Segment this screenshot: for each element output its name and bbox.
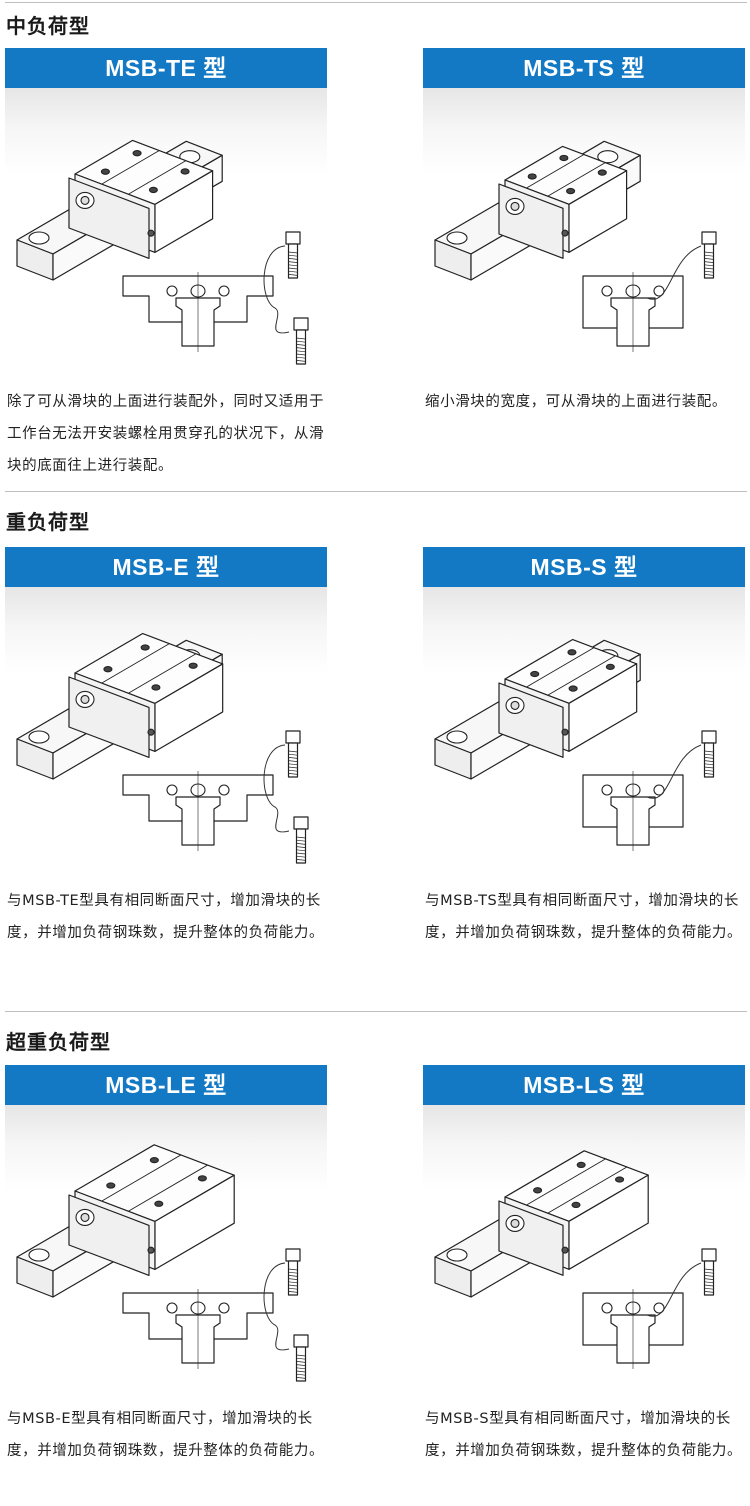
section-title-medium-load: 中负荷型 [6, 14, 90, 38]
product-illustration [423, 1105, 745, 1393]
product-description: 缩小滑块的宽度，可从滑块的上面进行装配。 [425, 394, 727, 410]
product-description: 与MSB-TE型具有相同断面尺寸，增加滑块的长度，并增加负荷钢珠数，提升整体的负… [7, 893, 325, 941]
product-illustration [5, 1105, 327, 1393]
card-header: MSB-LE 型 [5, 1065, 327, 1105]
product-card-msb-te[interactable]: MSB-TE 型 除了可从滑块的上面进行装配外，同时又适用于工作台无法开安装螺栓… [5, 48, 327, 482]
card-header: MSB-S 型 [423, 547, 745, 587]
product-card-msb-ts[interactable]: MSB-TS 型 缩小滑块的宽度，可从滑块的上面进行装配。 [423, 48, 745, 418]
section-divider [5, 491, 747, 492]
product-description: 与MSB-S型具有相同断面尺寸，增加滑块的长度，并增加负荷钢珠数，提升整体的负荷… [425, 1411, 743, 1459]
card-header: MSB-LS 型 [423, 1065, 745, 1105]
product-card-msb-e[interactable]: MSB-E 型 与MSB-TE型具有相同断面尺寸，增加滑块的长度，并增加负荷钢珠… [5, 547, 327, 949]
card-header: MSB-TE 型 [5, 48, 327, 88]
product-illustration [5, 88, 327, 376]
product-card-msb-s[interactable]: MSB-S 型 与MSB-TS型具有相同断面尺寸，增加滑块的长度，并增加负荷钢珠… [423, 547, 745, 949]
linear-guide-drawing [434, 638, 717, 851]
top-divider [5, 2, 747, 3]
product-illustration [423, 88, 745, 376]
product-card-msb-le[interactable]: MSB-LE 型 与MSB-E型具有相同断面尺寸，增加滑块的长度，并增加负荷钢珠… [5, 1065, 327, 1467]
product-illustration [423, 587, 745, 875]
product-description: 与MSB-TS型具有相同断面尺寸，增加滑块的长度，并增加负荷钢珠数，提升整体的负… [425, 893, 743, 941]
product-card-msb-ls[interactable]: MSB-LS 型 与MSB-S型具有相同断面尺寸，增加滑块的长度，并增加负荷钢珠… [423, 1065, 745, 1467]
card-header: MSB-TS 型 [423, 48, 745, 88]
section-divider [5, 1011, 747, 1012]
section-title-ultra-heavy-load: 超重负荷型 [6, 1030, 111, 1054]
product-description: 除了可从滑块的上面进行装配外，同时又适用于工作台无法开安装螺栓用贯穿孔的状况下，… [7, 394, 325, 474]
linear-guide-drawing [16, 139, 309, 365]
product-description: 与MSB-E型具有相同断面尺寸，增加滑块的长度，并增加负荷钢珠数，提升整体的负荷… [7, 1411, 325, 1459]
linear-guide-drawing [16, 632, 309, 864]
linear-guide-drawing [16, 1144, 309, 1382]
section-title-heavy-load: 重负荷型 [6, 510, 90, 534]
card-header: MSB-E 型 [5, 547, 327, 587]
product-illustration [5, 587, 327, 875]
linear-guide-drawing [434, 140, 717, 352]
linear-guide-drawing [434, 1150, 717, 1369]
